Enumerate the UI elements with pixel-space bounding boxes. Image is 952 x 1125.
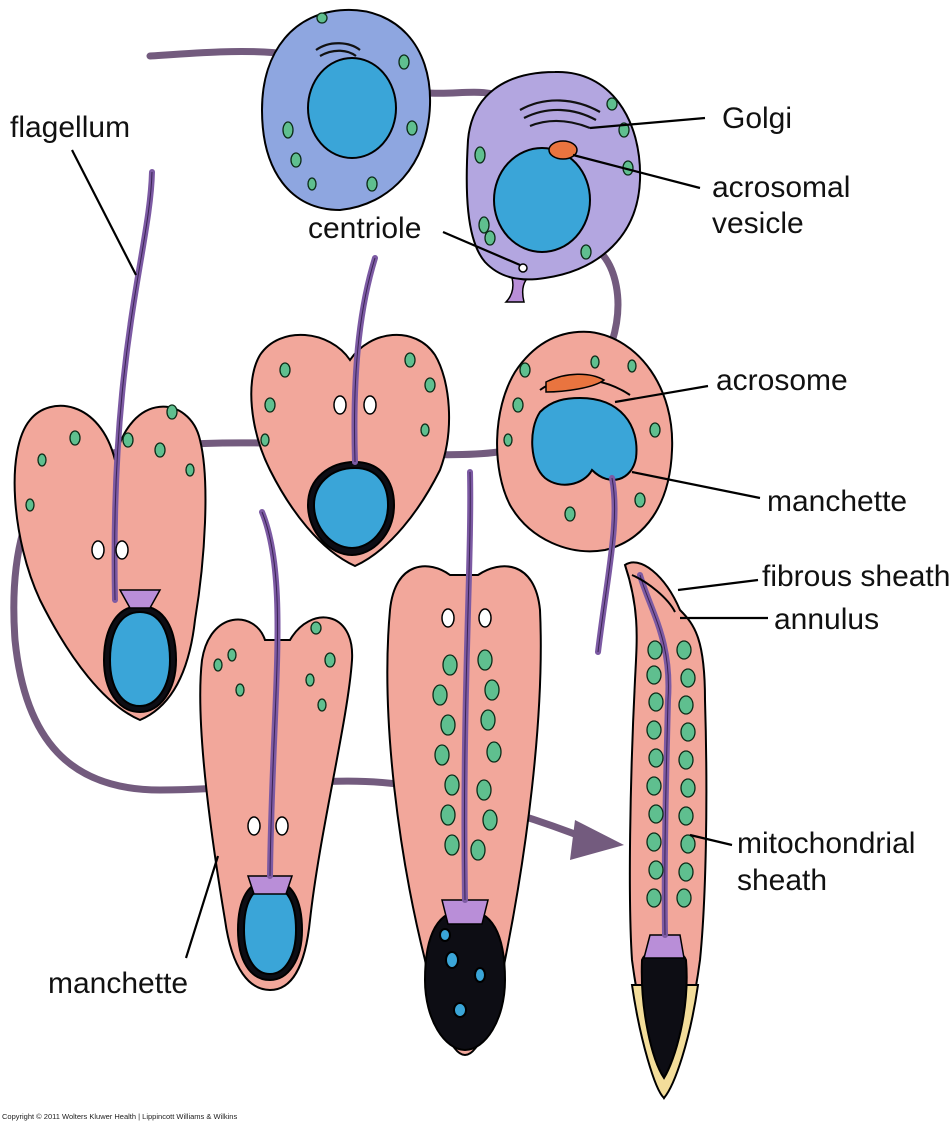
acrosomal-vesicle: [548, 140, 578, 160]
copyright-notice: Copyright © 2011 Wolters Kluwer Health |…: [2, 1112, 237, 1121]
late-spermatid: [386, 469, 542, 1057]
label-golgi: Golgi: [722, 102, 792, 135]
nucleus: [531, 396, 638, 486]
round-spermatid-blue: [260, 8, 432, 212]
label-fibrous-sheath: fibrous sheath: [762, 560, 950, 593]
label-manchette-bottom: manchette: [48, 967, 188, 1000]
progression-arrowhead: [570, 820, 624, 860]
elongating-spermatid-left: [13, 169, 207, 722]
elongating-spermatid-middle: [199, 509, 354, 992]
cap-phase-spermatid: [496, 330, 674, 655]
centriole: [518, 263, 528, 273]
label-centriole: centriole: [308, 212, 421, 245]
nucleus: [307, 57, 397, 159]
mitochondrial-sheath-cells: [646, 640, 696, 908]
label-flagellum: flagellum: [10, 111, 130, 144]
mature-spermatozoon: [623, 561, 708, 1101]
mitochondria-cluster: [432, 649, 502, 861]
labels: flagellum Golgi acrosomal vesicle centri…: [2, 102, 950, 1121]
label-mitochondrial-sheath-2: sheath: [737, 864, 827, 897]
label-annulus: annulus: [774, 603, 879, 636]
nucleus: [312, 466, 390, 550]
label-acrosomal-vesicle-2: vesicle: [712, 207, 804, 240]
nucleus: [493, 147, 591, 253]
label-acrosomal-vesicle-1: acrosomal: [712, 171, 850, 204]
leader-lines: [71, 116, 768, 959]
label-mitochondrial-sheath-1: mitochondrial: [737, 827, 915, 860]
nucleus: [242, 884, 298, 976]
heart-spermatid-center: [250, 255, 451, 568]
label-manchette-right: manchette: [767, 485, 907, 518]
early-spermatid-lavender: [465, 70, 642, 303]
nucleus: [108, 610, 172, 708]
label-acrosome: acrosome: [716, 364, 848, 397]
